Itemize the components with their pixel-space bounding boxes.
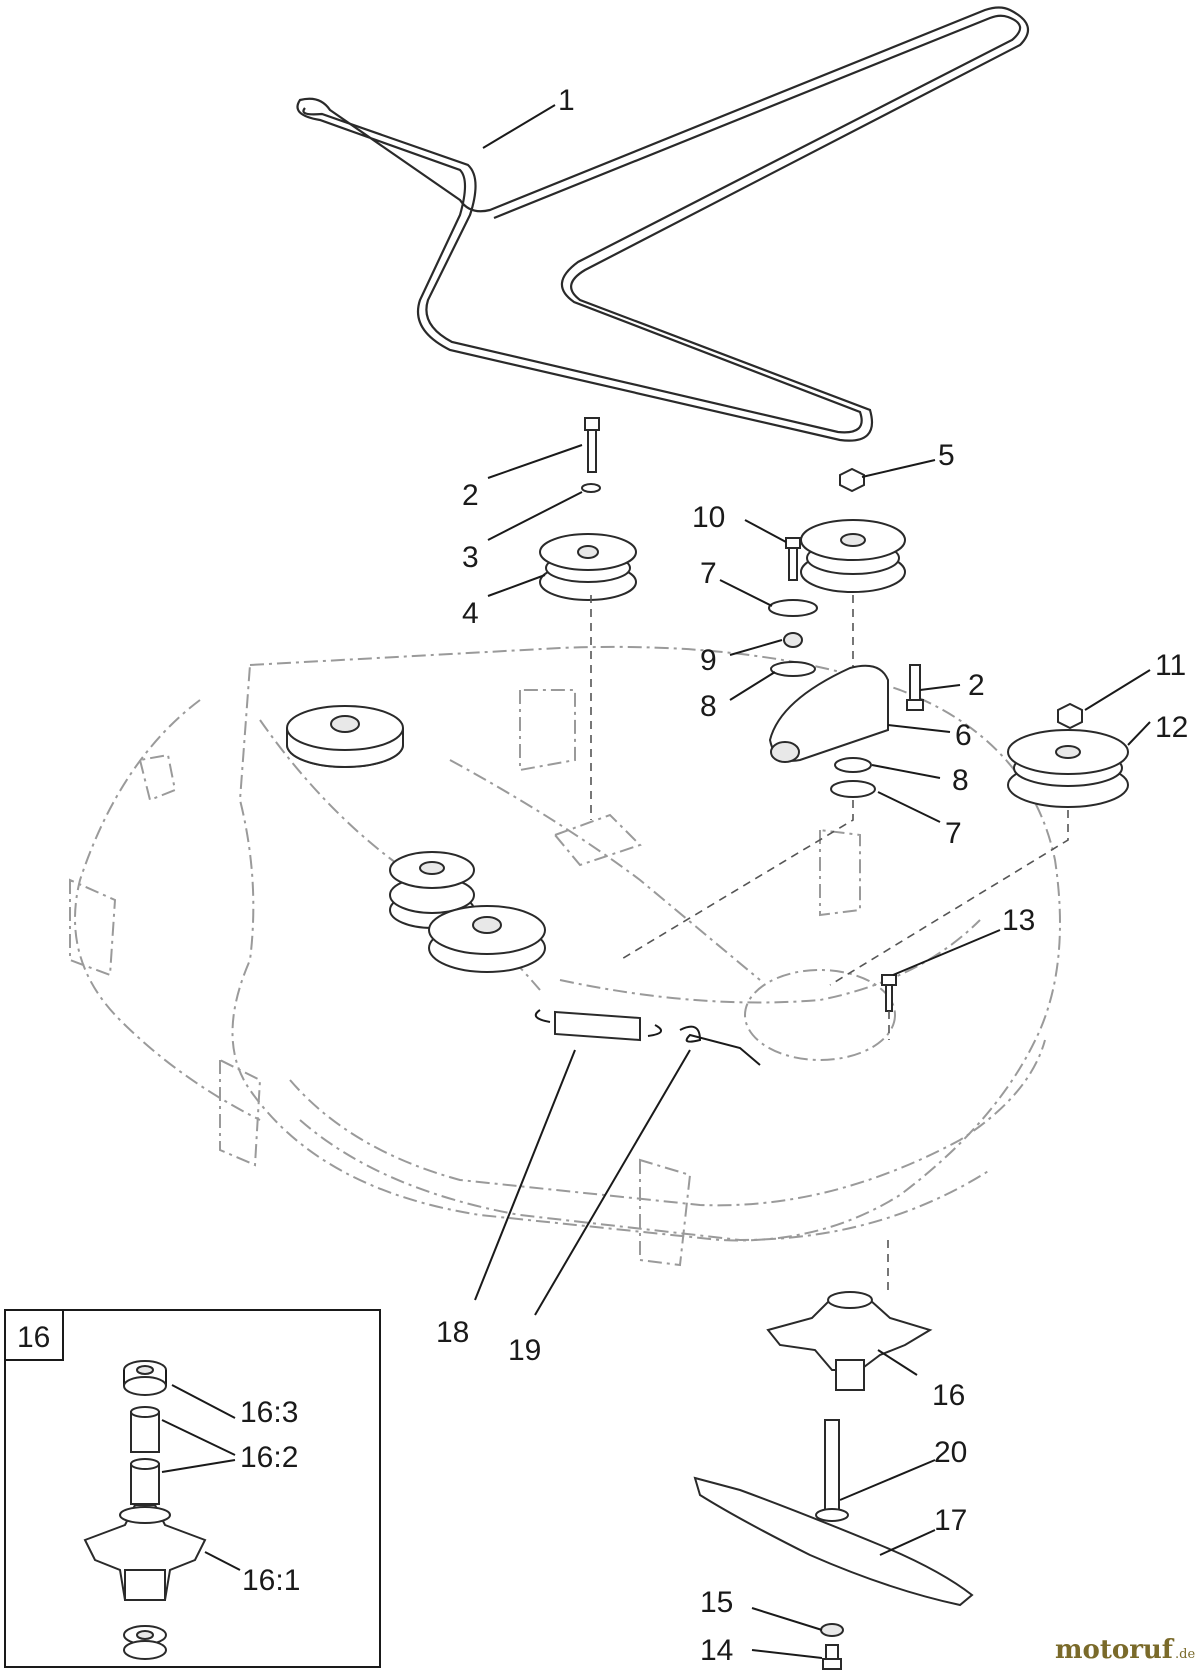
callout-3: 3 bbox=[462, 541, 479, 574]
bearing-bottom bbox=[123, 1625, 167, 1660]
spacer-9 bbox=[783, 632, 803, 648]
nut-5 bbox=[839, 467, 865, 493]
motoruf-watermark: motoruf .de bbox=[1055, 1635, 1195, 1665]
inset-callout-16-1: 16:1 bbox=[242, 1564, 300, 1597]
spring-rod-19 bbox=[679, 1025, 761, 1066]
callout-11: 11 bbox=[1155, 649, 1186, 682]
callout-12: 12 bbox=[1155, 711, 1188, 744]
callout-17: 17 bbox=[934, 1504, 967, 1537]
pulley-12 bbox=[1007, 729, 1129, 808]
deck-idler-pulley-center bbox=[389, 851, 475, 929]
deck-pulley-left bbox=[286, 705, 404, 768]
washer-7-top bbox=[768, 599, 818, 617]
washer-8-bottom bbox=[834, 757, 872, 773]
bolt-2-right bbox=[906, 664, 924, 711]
idler-arm-6 bbox=[768, 664, 889, 763]
blade-17 bbox=[693, 1476, 974, 1607]
inset-title: 16 bbox=[17, 1321, 50, 1354]
callout-6: 6 bbox=[955, 719, 972, 752]
mower-deck bbox=[69, 645, 1061, 1267]
housing-16-1 bbox=[83, 1504, 207, 1601]
callout-7b: 7 bbox=[945, 817, 962, 850]
callout-1: 1 bbox=[558, 84, 575, 117]
callout-16: 16 bbox=[932, 1379, 965, 1412]
callout-20: 20 bbox=[934, 1436, 967, 1469]
washer-3 bbox=[581, 483, 601, 493]
watermark-brand: motoruf bbox=[1055, 1635, 1175, 1665]
bolt-10 bbox=[785, 537, 801, 581]
bolt-14 bbox=[822, 1644, 842, 1670]
leader-lines bbox=[474, 104, 1151, 1659]
callout-13: 13 bbox=[1002, 904, 1035, 937]
spindle-16 bbox=[766, 1291, 933, 1391]
deck-pulley-center bbox=[428, 905, 546, 973]
callout-9: 9 bbox=[700, 644, 717, 677]
bearing-16-3 bbox=[123, 1360, 167, 1396]
callout-14: 14 bbox=[700, 1634, 733, 1667]
callout-4: 4 bbox=[462, 597, 479, 630]
inset-spindle-detail: 16 16:3 16:2 bbox=[4, 1309, 381, 1668]
washer-15 bbox=[820, 1623, 844, 1637]
washer-8-top bbox=[770, 661, 816, 677]
watermark-suffix: .de bbox=[1175, 1647, 1195, 1662]
callout-15: 15 bbox=[700, 1586, 733, 1619]
callout-8: 8 bbox=[700, 690, 717, 723]
callout-2b: 2 bbox=[968, 669, 985, 702]
drive-belt bbox=[296, 6, 1030, 442]
nut-11 bbox=[1057, 702, 1083, 730]
inset-callout-16-3: 16:3 bbox=[240, 1396, 298, 1429]
spring-18 bbox=[534, 1009, 663, 1042]
callout-19: 19 bbox=[508, 1334, 541, 1367]
callout-18: 18 bbox=[436, 1316, 469, 1349]
callout-10: 10 bbox=[692, 501, 725, 534]
spacer-16-2 bbox=[130, 1406, 160, 1505]
callout-8b: 8 bbox=[952, 764, 969, 797]
callout-5: 5 bbox=[938, 439, 955, 472]
callout-7: 7 bbox=[700, 557, 717, 590]
callout-2: 2 bbox=[462, 479, 479, 512]
washer-7-bottom bbox=[830, 780, 876, 798]
inset-callout-16-2: 16:2 bbox=[240, 1441, 298, 1474]
idler-pulley-4 bbox=[539, 533, 637, 601]
idler-pulley-right bbox=[800, 519, 906, 593]
bolt-2-left bbox=[584, 417, 600, 473]
spindle-shaft-20 bbox=[824, 1419, 840, 1516]
